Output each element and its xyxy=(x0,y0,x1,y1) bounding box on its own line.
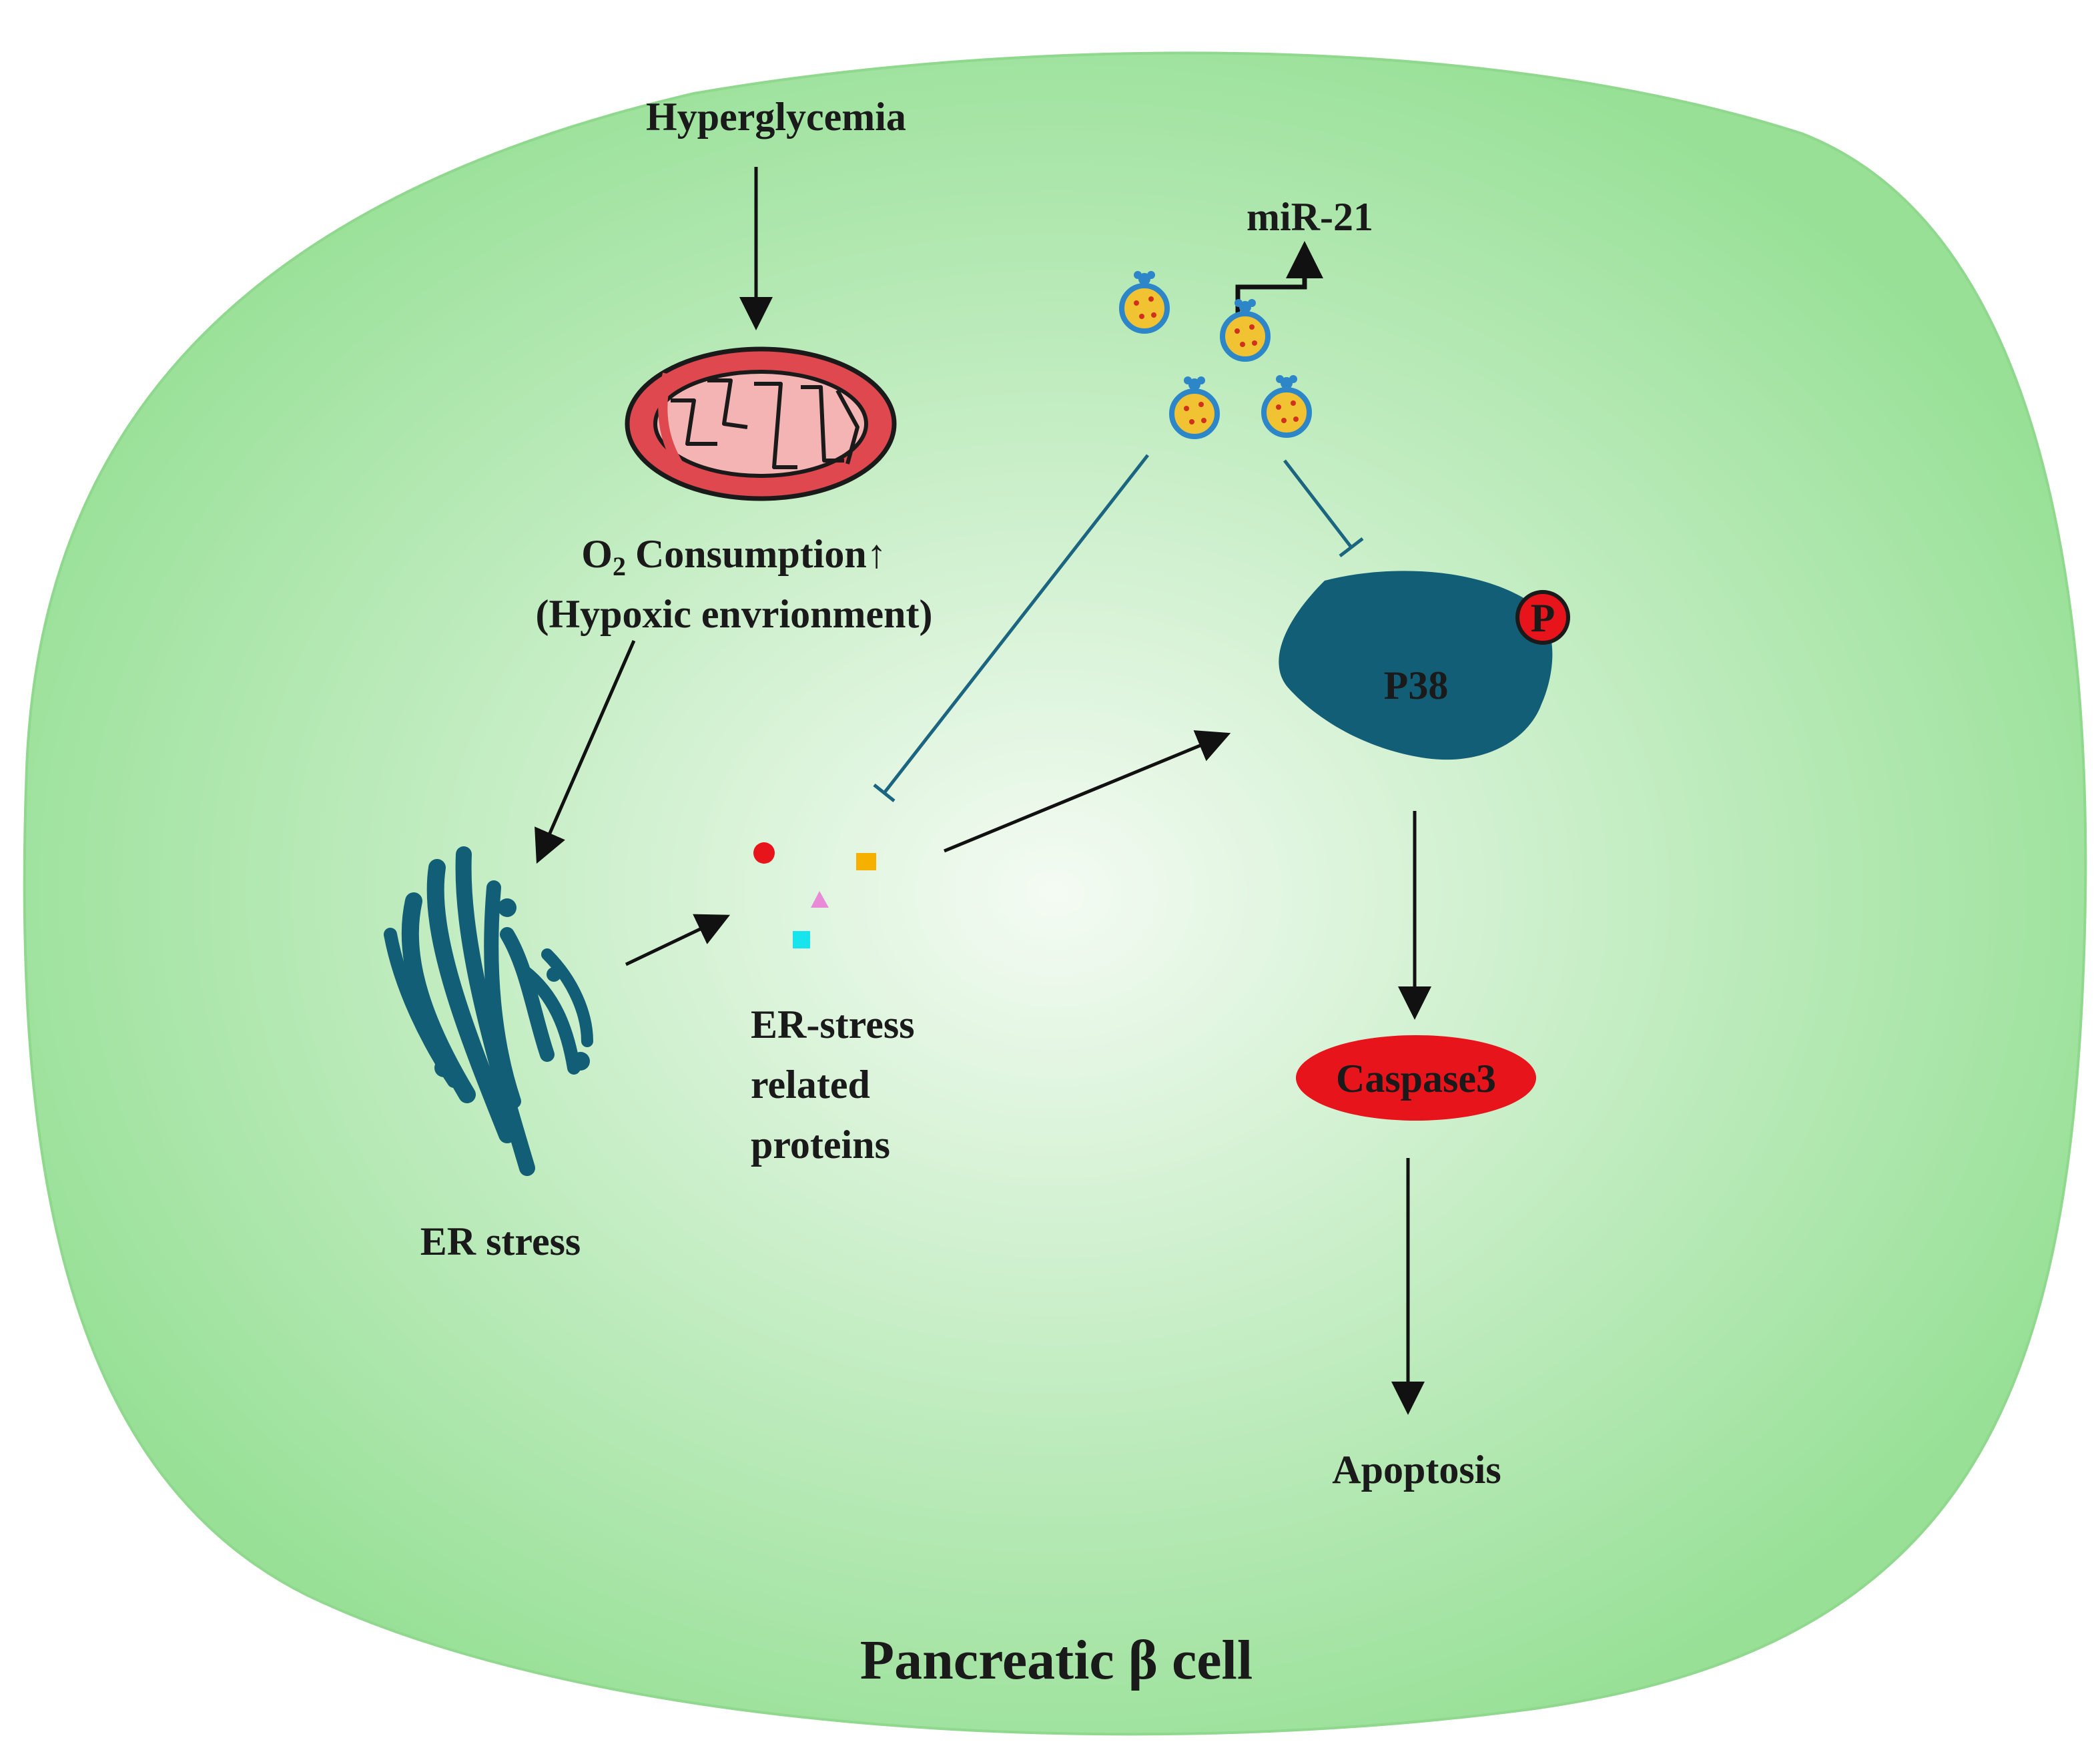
er-stress-proteins-icon xyxy=(753,842,876,948)
er-proteins-label-line3: proteins xyxy=(751,1123,890,1167)
caspase3-label: Caspase3 xyxy=(1336,1057,1496,1101)
p38-label: P38 xyxy=(1384,663,1449,707)
er-to-proteins-arrow xyxy=(625,914,731,966)
endoplasmic-reticulum-icon xyxy=(384,846,593,1176)
inhibition-to-p38 xyxy=(1283,459,1364,557)
er-proteins-label-line1: ER-stress xyxy=(751,1002,915,1047)
er-stress-label: ER stress xyxy=(420,1219,581,1263)
er-proteins-label-line2: related xyxy=(751,1063,870,1107)
cell-title: Pancreatic β cell xyxy=(860,1629,1253,1691)
hypoxia-to-er-arrow xyxy=(535,639,636,864)
proteins-to-p38-arrow xyxy=(944,730,1231,853)
inhibition-to-proteins xyxy=(873,454,1149,802)
cell-membrane xyxy=(23,51,2087,1736)
hyperglycemia-label: Hyperglycemia xyxy=(646,95,906,139)
mitochondrion-icon xyxy=(625,346,897,501)
p38-kinase: P38 P xyxy=(1279,571,1570,760)
exosome-vesicles-icon xyxy=(1119,271,1312,439)
caspase3-enzyme: Caspase3 xyxy=(1296,1035,1536,1121)
phospho-label: P xyxy=(1531,596,1555,640)
mir21-label: miR-21 xyxy=(1247,195,1373,239)
phospho-badge xyxy=(1515,590,1570,645)
apoptosis-label: Apoptosis xyxy=(1332,1448,1501,1492)
hypoxic-label: (Hypoxic envrionment) xyxy=(536,592,933,636)
